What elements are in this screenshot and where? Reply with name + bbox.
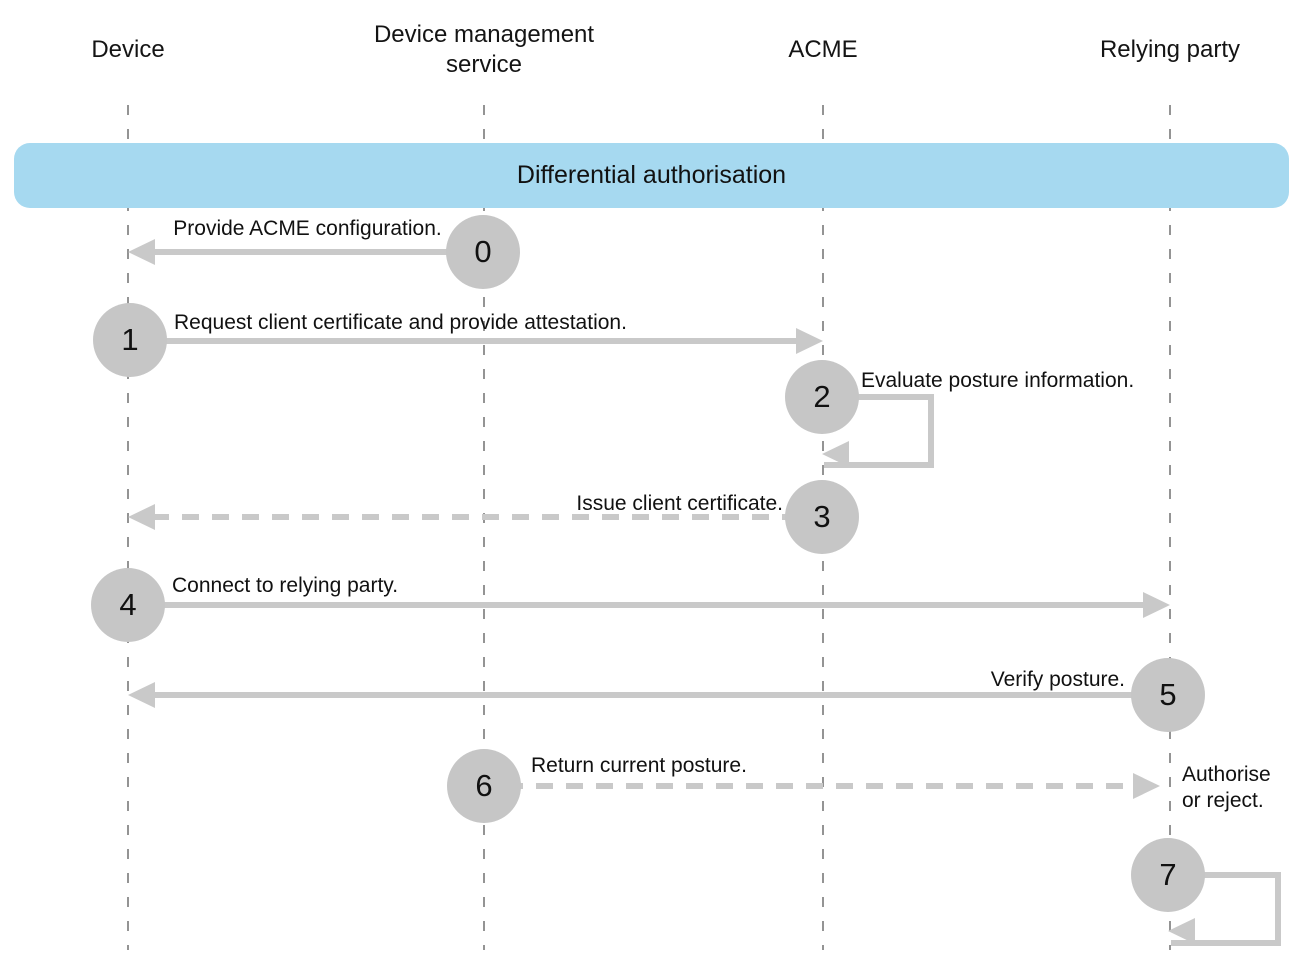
actor-device-management-service: Device management service — [373, 21, 595, 78]
step-7-self-loop — [1171, 872, 1281, 946]
step-1-label: Request client certificate and provide a… — [174, 311, 627, 334]
step-1-badge: 1 — [93, 303, 167, 377]
step-3-badge: 3 — [785, 480, 859, 554]
actor-device: Device — [91, 36, 165, 63]
phase-banner-label: Differential authorisation — [516, 161, 787, 189]
actor-relying-party: Relying party — [1099, 36, 1241, 63]
step-6-badge: 6 — [447, 749, 521, 823]
step-6-arrowhead-right-icon — [1133, 773, 1160, 799]
step-2-label: Evaluate posture information. — [861, 369, 1135, 392]
step-0-badge: 0 — [446, 215, 520, 289]
step-3-arrow-shaft — [152, 514, 788, 520]
step-3-label: Issue client certificate. — [576, 492, 783, 515]
step-0-arrow-shaft — [146, 249, 466, 255]
step-5-label: Verify posture. — [990, 668, 1125, 691]
step-7-arrowhead-left-icon — [1168, 918, 1195, 944]
step-2-self-loop — [824, 394, 934, 468]
step-4-label: Connect to relying party. — [172, 574, 399, 597]
step-7-badge: 7 — [1131, 838, 1205, 912]
step-0-arrowhead-left-icon — [128, 239, 155, 265]
step-6-note: Authorise or reject. — [1182, 763, 1271, 812]
step-5-arrow-shaft — [152, 692, 1135, 698]
lifeline-relying-party — [1169, 105, 1171, 950]
step-3-arrowhead-left-icon — [128, 504, 155, 530]
step-4-arrow-shaft — [150, 602, 1150, 608]
step-5-arrowhead-left-icon — [128, 682, 155, 708]
step-4-arrowhead-right-icon — [1143, 592, 1170, 618]
phase-banner: Differential authorisation — [14, 143, 1289, 208]
step-0-label: Provide ACME configuration. — [173, 217, 442, 240]
step-6-label: Return current posture. — [531, 754, 747, 777]
step-2-badge: 2 — [785, 360, 859, 434]
step-4-badge: 4 — [91, 568, 165, 642]
step-5-badge: 5 — [1131, 658, 1205, 732]
step-1-arrowhead-right-icon — [796, 328, 823, 354]
lifeline-device-management-service — [483, 105, 485, 950]
step-2-arrowhead-left-icon — [822, 441, 849, 467]
step-1-arrow-shaft — [150, 338, 800, 344]
step-6-arrow-shaft — [506, 783, 1138, 789]
actor-acme: ACME — [788, 36, 858, 63]
